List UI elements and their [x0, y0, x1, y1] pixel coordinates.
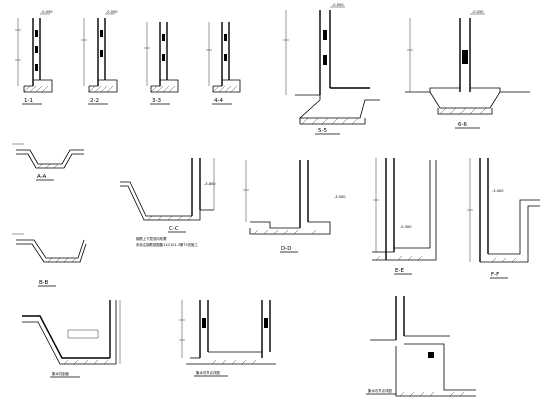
section-label-5-5: 5-5: [318, 128, 327, 134]
section-3-3: 3-3: [144, 22, 179, 105]
section-label-D-D: D-D: [281, 246, 291, 252]
section-6-6: -0.050 6-6: [405, 10, 530, 129]
section-1-1: -0.050 1-1: [15, 10, 53, 105]
section-label-2-2: 2-2: [90, 98, 99, 104]
section-C-C: -3.800 C-C 钢筋上下层双向布置 未标注钢筋按图集11G101-3第75…: [120, 158, 216, 247]
section-label-4-4: 4-4: [214, 98, 223, 104]
section-2-2: -0.050 2-2: [81, 10, 118, 105]
elevation-label: -0.050: [472, 10, 484, 14]
elevation-label: -3.800: [204, 182, 216, 186]
section-label-E-E: E-E: [395, 268, 404, 274]
detail-title: 集水坑节点详图: [196, 370, 220, 375]
pit-node-detail: 集水坑节点详图: [179, 300, 276, 377]
section-label-A-A: A-A: [37, 174, 47, 180]
section-4-4: 4-4: [206, 22, 241, 105]
detail-title: 集水坑节点详图: [368, 388, 392, 393]
pit-section-detail: 集水坑剖面: [22, 300, 121, 378]
section-D-D: -3.000 D-D: [243, 160, 346, 253]
section-F-F: -3.000 F-F: [467, 158, 540, 279]
section-5-5: -0.050 5-5: [283, 3, 380, 135]
elevation-label: -5.300: [400, 225, 412, 229]
section-A-A: A-A: [12, 143, 84, 181]
note-line-1: 钢筋上下层双向布置: [136, 236, 167, 241]
section-label-F-F: F-F: [491, 272, 499, 278]
elevation-label: -0.050: [106, 10, 118, 14]
elevation-label: -3.000: [492, 189, 504, 193]
detail-title: 集水坑剖面: [52, 371, 70, 376]
section-B-B: B-B: [12, 233, 87, 287]
elevation-label: -3.000: [334, 195, 346, 199]
section-label-1-1: 1-1: [24, 98, 33, 104]
edge-node-detail: 集水坑节点详图: [366, 296, 476, 397]
section-E-E: -5.300 E-E: [372, 158, 437, 275]
section-label-6-6: 6-6: [458, 122, 467, 128]
section-label-B-B: B-B: [39, 280, 49, 286]
section-label-3-3: 3-3: [152, 98, 161, 104]
elevation-label: -0.050: [332, 3, 344, 7]
section-label-C-C: C-C: [169, 226, 179, 232]
elevation-label: -0.050: [41, 10, 53, 14]
note-line-2: 未标注钢筋按图集11G101-3第75页施工: [136, 242, 198, 247]
